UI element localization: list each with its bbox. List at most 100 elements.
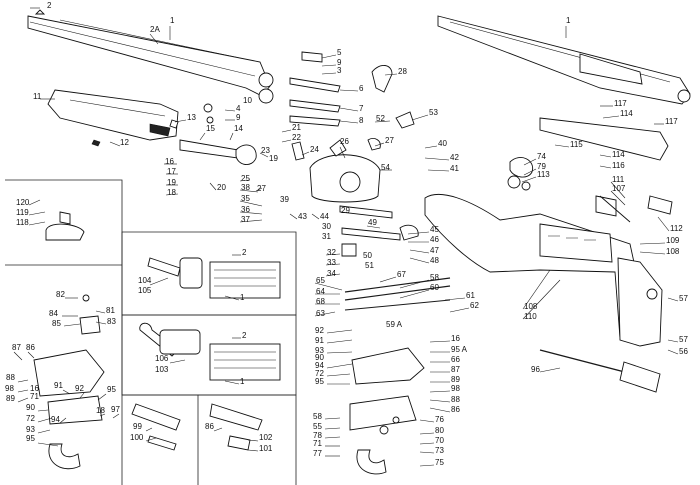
leader-line	[429, 340, 451, 343]
barrel-assembly-right	[437, 15, 691, 105]
part-label: 119	[16, 208, 29, 217]
part-label: 33	[327, 258, 336, 267]
leader-line	[321, 64, 337, 67]
leader-line	[95, 321, 107, 325]
part-label: 98	[451, 384, 460, 393]
part-label: 77	[313, 449, 322, 458]
leader-line	[281, 129, 292, 133]
leader-line	[37, 442, 59, 447]
leader-line	[409, 249, 430, 254]
part-label: 72	[26, 414, 35, 423]
part-label: 21	[292, 123, 301, 132]
small-parts-bottom-insets	[131, 403, 263, 451]
leader-line	[28, 221, 46, 226]
leader-line	[28, 211, 46, 216]
leader-line	[62, 389, 71, 395]
part-label: 82	[56, 290, 65, 299]
leader-line	[37, 417, 53, 423]
part-label: 39	[280, 195, 289, 204]
part-label: 99	[133, 422, 142, 431]
part-label: 48	[430, 256, 439, 265]
leader-line	[424, 145, 438, 149]
part-label: 37	[241, 215, 250, 224]
part-label: 61	[466, 291, 475, 300]
part-label: 57	[679, 335, 688, 344]
part-label: 84	[49, 309, 58, 318]
part-label: 89	[451, 375, 460, 384]
leader-line	[339, 146, 346, 159]
leader-line	[213, 427, 223, 432]
part-label: 55	[313, 422, 322, 431]
part-label: 86	[26, 343, 35, 352]
part-label: 120	[16, 198, 30, 207]
part-label: 45	[430, 225, 439, 234]
part-label: 62	[470, 301, 479, 310]
part-label: 18	[96, 406, 105, 415]
part-label: 88	[451, 395, 460, 404]
leader-line	[429, 407, 451, 413]
part-label: 32	[327, 248, 336, 257]
part-label: 86	[451, 405, 460, 414]
part-label: 18	[167, 188, 176, 197]
leader-line	[229, 132, 234, 141]
leader-line	[599, 154, 612, 158]
leader-line	[321, 72, 337, 75]
part-label: 116	[612, 161, 625, 170]
leader-line	[13, 351, 23, 361]
part-label: 78	[313, 431, 322, 440]
part-label: 7	[359, 104, 364, 113]
leader-line	[324, 427, 341, 430]
part-label: 28	[398, 67, 407, 76]
part-label: 91	[54, 381, 63, 390]
leader-line	[169, 359, 186, 364]
part-label: 41	[450, 164, 459, 173]
part-label: 19	[269, 154, 278, 163]
leader-line	[224, 109, 236, 112]
part-label: 58	[313, 412, 322, 421]
trigger-group-center	[349, 347, 425, 475]
part-label: 107	[612, 184, 626, 193]
part-label: 31	[322, 232, 331, 241]
part-label: 63	[316, 309, 325, 318]
part-label: 101	[259, 444, 273, 453]
firing-pin-rods	[339, 205, 451, 311]
part-label: 95	[315, 377, 324, 386]
part-label: 81	[106, 306, 115, 315]
part-label: 11	[33, 92, 42, 101]
leader-line	[325, 253, 341, 256]
leader-line	[339, 120, 359, 124]
part-label: 93	[26, 425, 35, 434]
leader-line	[145, 427, 153, 432]
part-label: 91	[315, 336, 324, 345]
leader-line	[326, 329, 353, 334]
part-label: 106	[155, 354, 169, 363]
leader-line	[667, 349, 679, 355]
part-label: 30	[322, 222, 331, 231]
part-label: 42	[450, 153, 459, 162]
part-label: 74	[537, 152, 546, 161]
leader-line	[419, 432, 435, 435]
part-label: 26	[340, 137, 349, 146]
leader-line	[324, 436, 341, 439]
leader-line	[399, 279, 430, 289]
part-label: 47	[430, 246, 439, 255]
part-label: 27	[257, 184, 266, 193]
part-label: 50	[363, 251, 372, 260]
leader-line	[444, 297, 466, 301]
tools-inset-bottom	[139, 322, 281, 381]
part-label: 64	[316, 287, 325, 296]
part-label: 44	[320, 212, 329, 221]
leader-line	[419, 451, 435, 454]
leader-line	[522, 269, 551, 310]
leader-line	[522, 279, 561, 320]
part-label: 27	[385, 136, 394, 145]
leader-line	[429, 399, 451, 403]
part-label: 79	[537, 162, 546, 171]
part-label: 115	[570, 140, 583, 149]
part-label: 83	[107, 317, 116, 326]
part-label: 92	[315, 326, 324, 335]
leader-line	[239, 179, 251, 182]
part-label: 20	[217, 183, 226, 192]
leader-line	[521, 176, 537, 183]
leader-line	[109, 141, 121, 147]
